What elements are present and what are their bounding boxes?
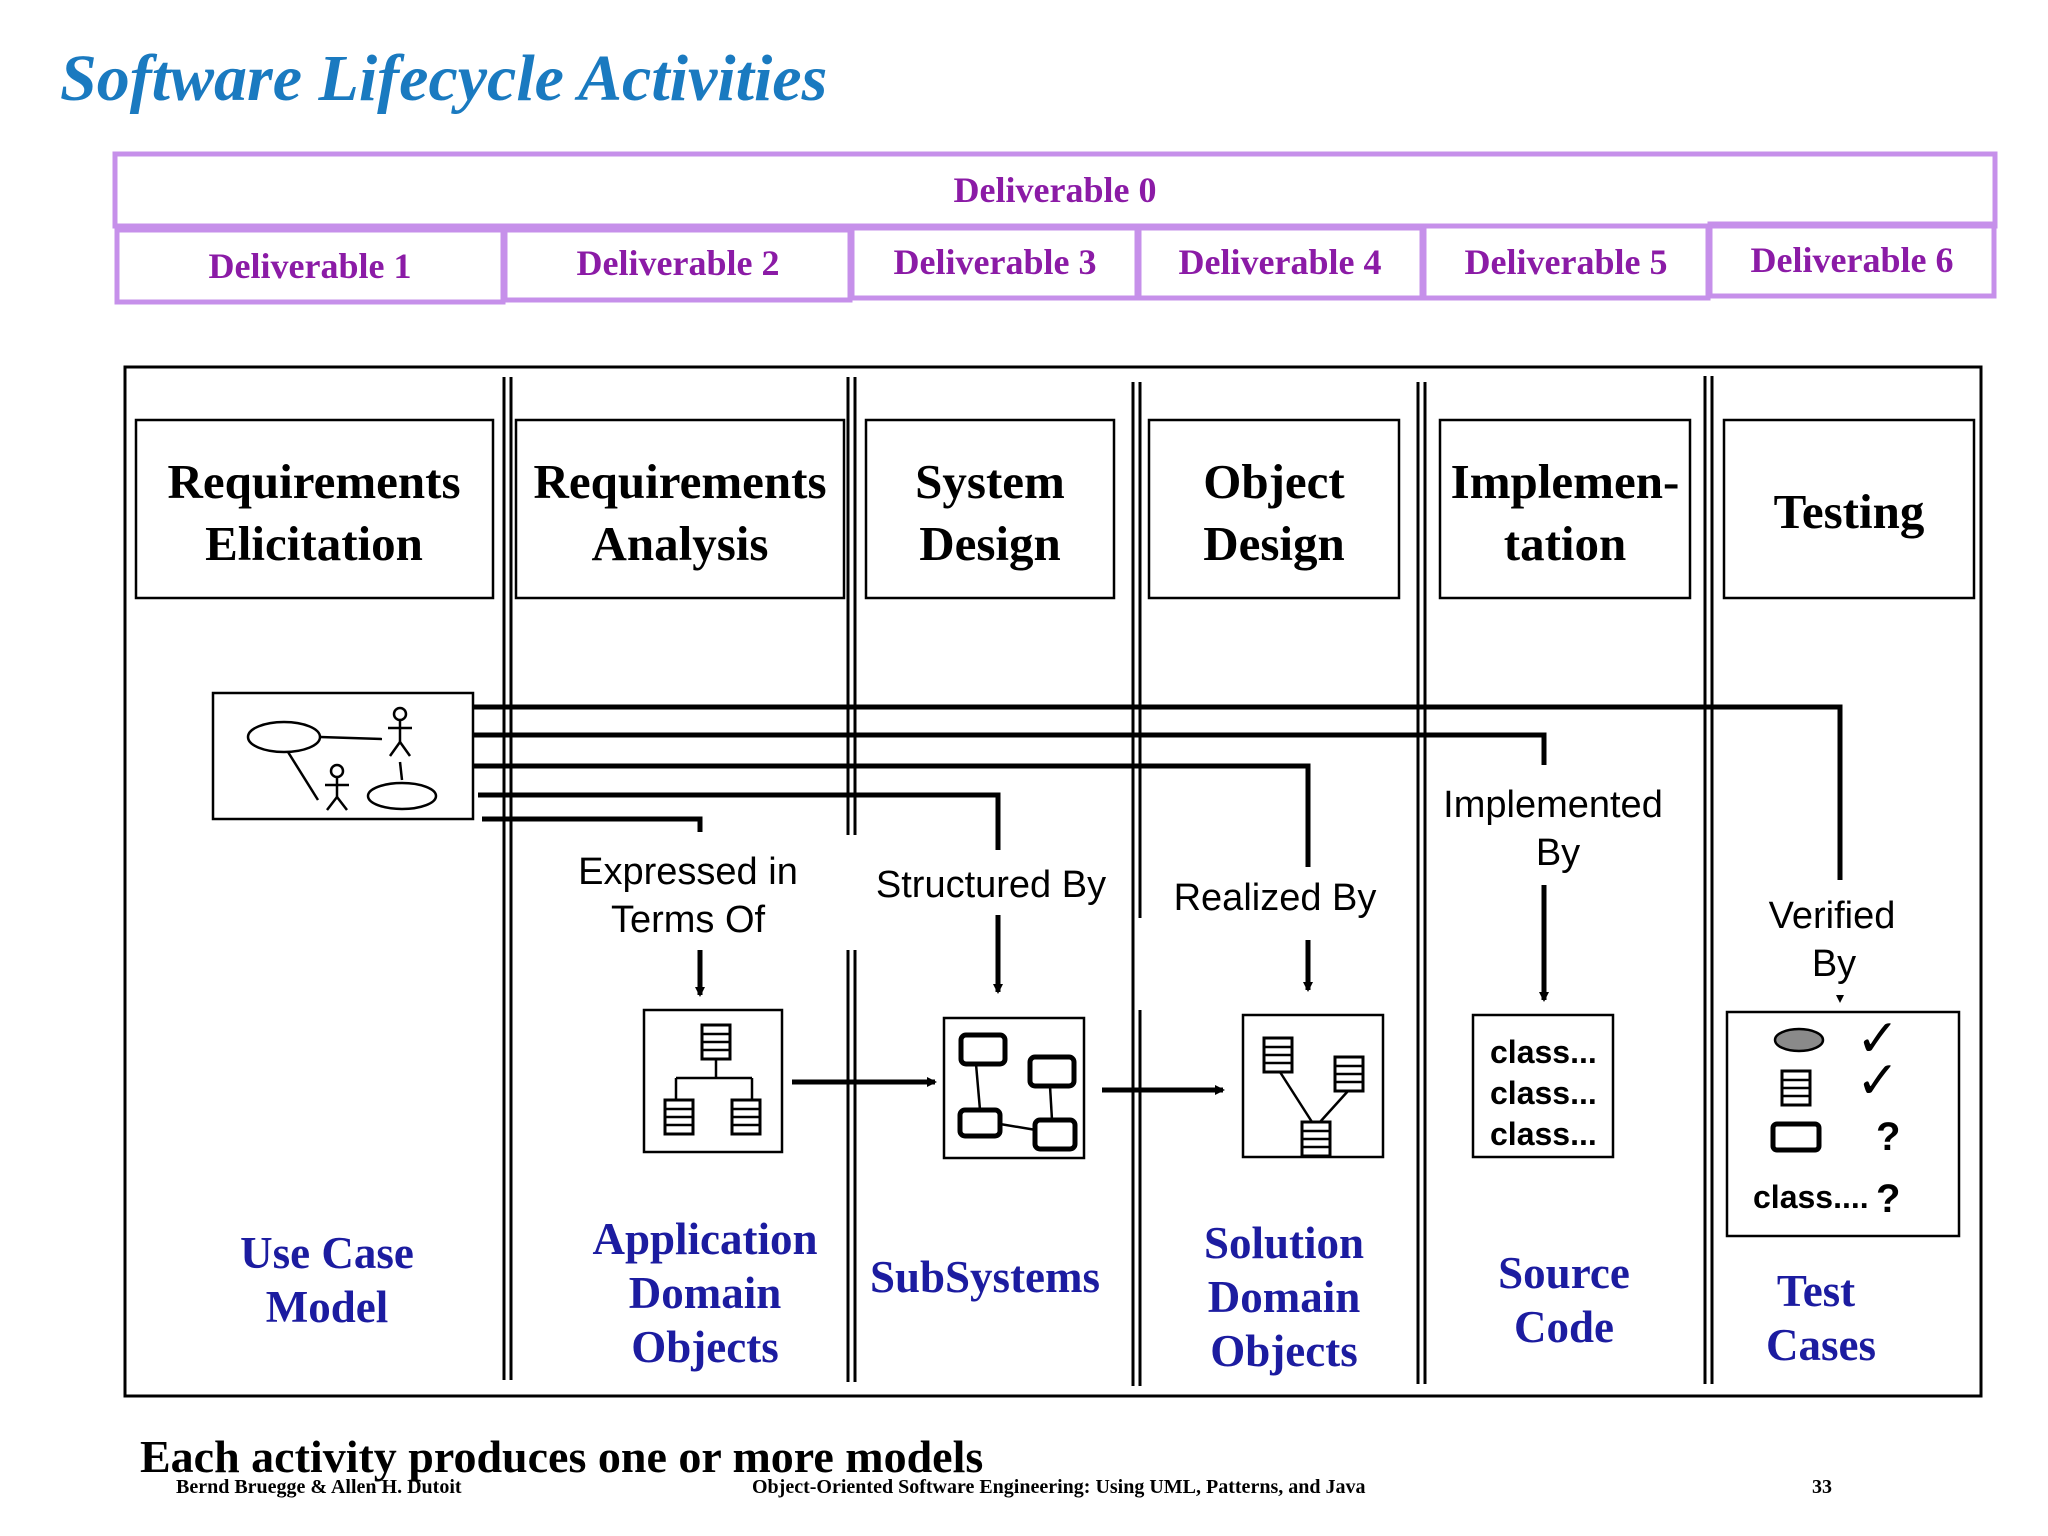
activity-implementation-line1: Implemen-	[1451, 454, 1680, 509]
model-solution-line1: Solution	[1204, 1218, 1364, 1268]
deliverable-4: Deliverable 4	[1179, 242, 1382, 282]
model-source-line2: Code	[1514, 1302, 1614, 1352]
relation-verified-line2: By	[1812, 943, 1856, 985]
activity-analysis-line2: Analysis	[591, 516, 768, 571]
trace-connectors	[474, 704, 1843, 880]
activity-box-testing	[1722, 418, 1976, 600]
test-class-question-mark: ?	[1876, 1177, 1900, 1221]
deliverable-6-box	[1707, 221, 1997, 299]
solution-domain-diagram-icon	[1241, 1013, 1385, 1159]
model-application-line2: Domain	[629, 1268, 782, 1318]
code-line-1: class...	[1490, 1034, 1597, 1070]
activity-implementation-line2: tation	[1504, 516, 1627, 571]
activity-object-design-line1: Object	[1203, 454, 1345, 509]
activity-system-design-line1: System	[915, 454, 1065, 509]
deliverable-5: Deliverable 5	[1465, 242, 1668, 282]
test-cases-box	[1725, 1010, 1961, 1238]
relation-realized: Realized By	[1174, 877, 1377, 919]
model-test-line2: Cases	[1766, 1320, 1876, 1370]
activity-object-design-line2: Design	[1203, 516, 1345, 571]
down-arrows	[695, 885, 1549, 1002]
activity-box-implementation	[1438, 418, 1692, 600]
relation-expressed-line2: Terms Of	[611, 899, 766, 941]
code-line-3: class...	[1490, 1116, 1597, 1152]
question-mark-icon: ?	[1876, 1115, 1900, 1159]
activity-system-design-line2: Design	[919, 516, 1061, 571]
deliverable-1: Deliverable 1	[209, 246, 412, 286]
deliverable-0: Deliverable 0	[954, 170, 1157, 210]
test-class-label: class....	[1753, 1179, 1869, 1215]
flow-arrows	[792, 1077, 1225, 1095]
footer-authors: Bernd Bruegge & Allen H. Dutoit	[176, 1476, 462, 1498]
subsystem-icon	[1770, 1121, 1822, 1153]
verified-arrow-tip	[1836, 995, 1844, 1003]
subsystems-diagram-icon	[942, 1016, 1086, 1160]
model-application-line1: Application	[592, 1214, 817, 1264]
deliverable-2: Deliverable 2	[577, 243, 780, 283]
tagline: Each activity produces one or more model…	[140, 1431, 983, 1482]
model-subsystems: SubSystems	[870, 1252, 1100, 1302]
model-use-case-line2: Model	[266, 1282, 388, 1332]
model-use-case-line1: Use Case	[240, 1228, 414, 1278]
use-case-oval-icon	[1773, 1027, 1825, 1053]
model-application-line3: Objects	[631, 1322, 778, 1372]
activity-testing: Testing	[1774, 484, 1925, 539]
model-source-line1: Source	[1498, 1248, 1630, 1298]
relation-expressed-line1: Expressed in	[578, 851, 798, 893]
footer-page-number: 33	[1812, 1476, 1832, 1498]
check-mark-icon-2: ✓	[1856, 1052, 1900, 1110]
use-case-diagram-icon	[211, 691, 475, 821]
deliverable-6: Deliverable 6	[1751, 240, 1954, 280]
relation-verified-line1: Verified	[1769, 895, 1896, 937]
deliverables-bar	[112, 151, 1998, 305]
activity-analysis-line1: Requirements	[533, 454, 826, 509]
relation-implemented-line1: Implemented	[1443, 784, 1663, 826]
activity-box-object-design	[1147, 418, 1401, 600]
model-solution-line3: Objects	[1210, 1326, 1357, 1376]
deliverable-3: Deliverable 3	[894, 242, 1097, 282]
activity-elicitation-line1: Requirements	[167, 454, 460, 509]
page-title: Software Lifecycle Activities	[60, 42, 827, 115]
activity-box-system-design	[864, 418, 1116, 600]
source-code-box	[1471, 1013, 1615, 1159]
footer-book: Object-Oriented Software Engineering: Us…	[752, 1476, 1365, 1498]
column-separators	[502, 376, 1714, 1386]
diagram-frame	[123, 365, 1983, 1398]
code-line-2: class...	[1490, 1075, 1597, 1111]
relation-implemented-line2: By	[1536, 832, 1580, 874]
model-test-line1: Test	[1777, 1266, 1855, 1316]
activity-box-analysis	[514, 418, 846, 600]
check-mark-icon-1: ✓	[1856, 1010, 1900, 1068]
activity-box-elicitation	[134, 418, 495, 600]
application-domain-diagram-icon	[642, 1008, 784, 1154]
activity-elicitation-line2: Elicitation	[205, 516, 423, 571]
relation-structured: Structured By	[876, 864, 1106, 906]
model-solution-line2: Domain	[1208, 1272, 1361, 1322]
class-icon	[1780, 1069, 1812, 1107]
